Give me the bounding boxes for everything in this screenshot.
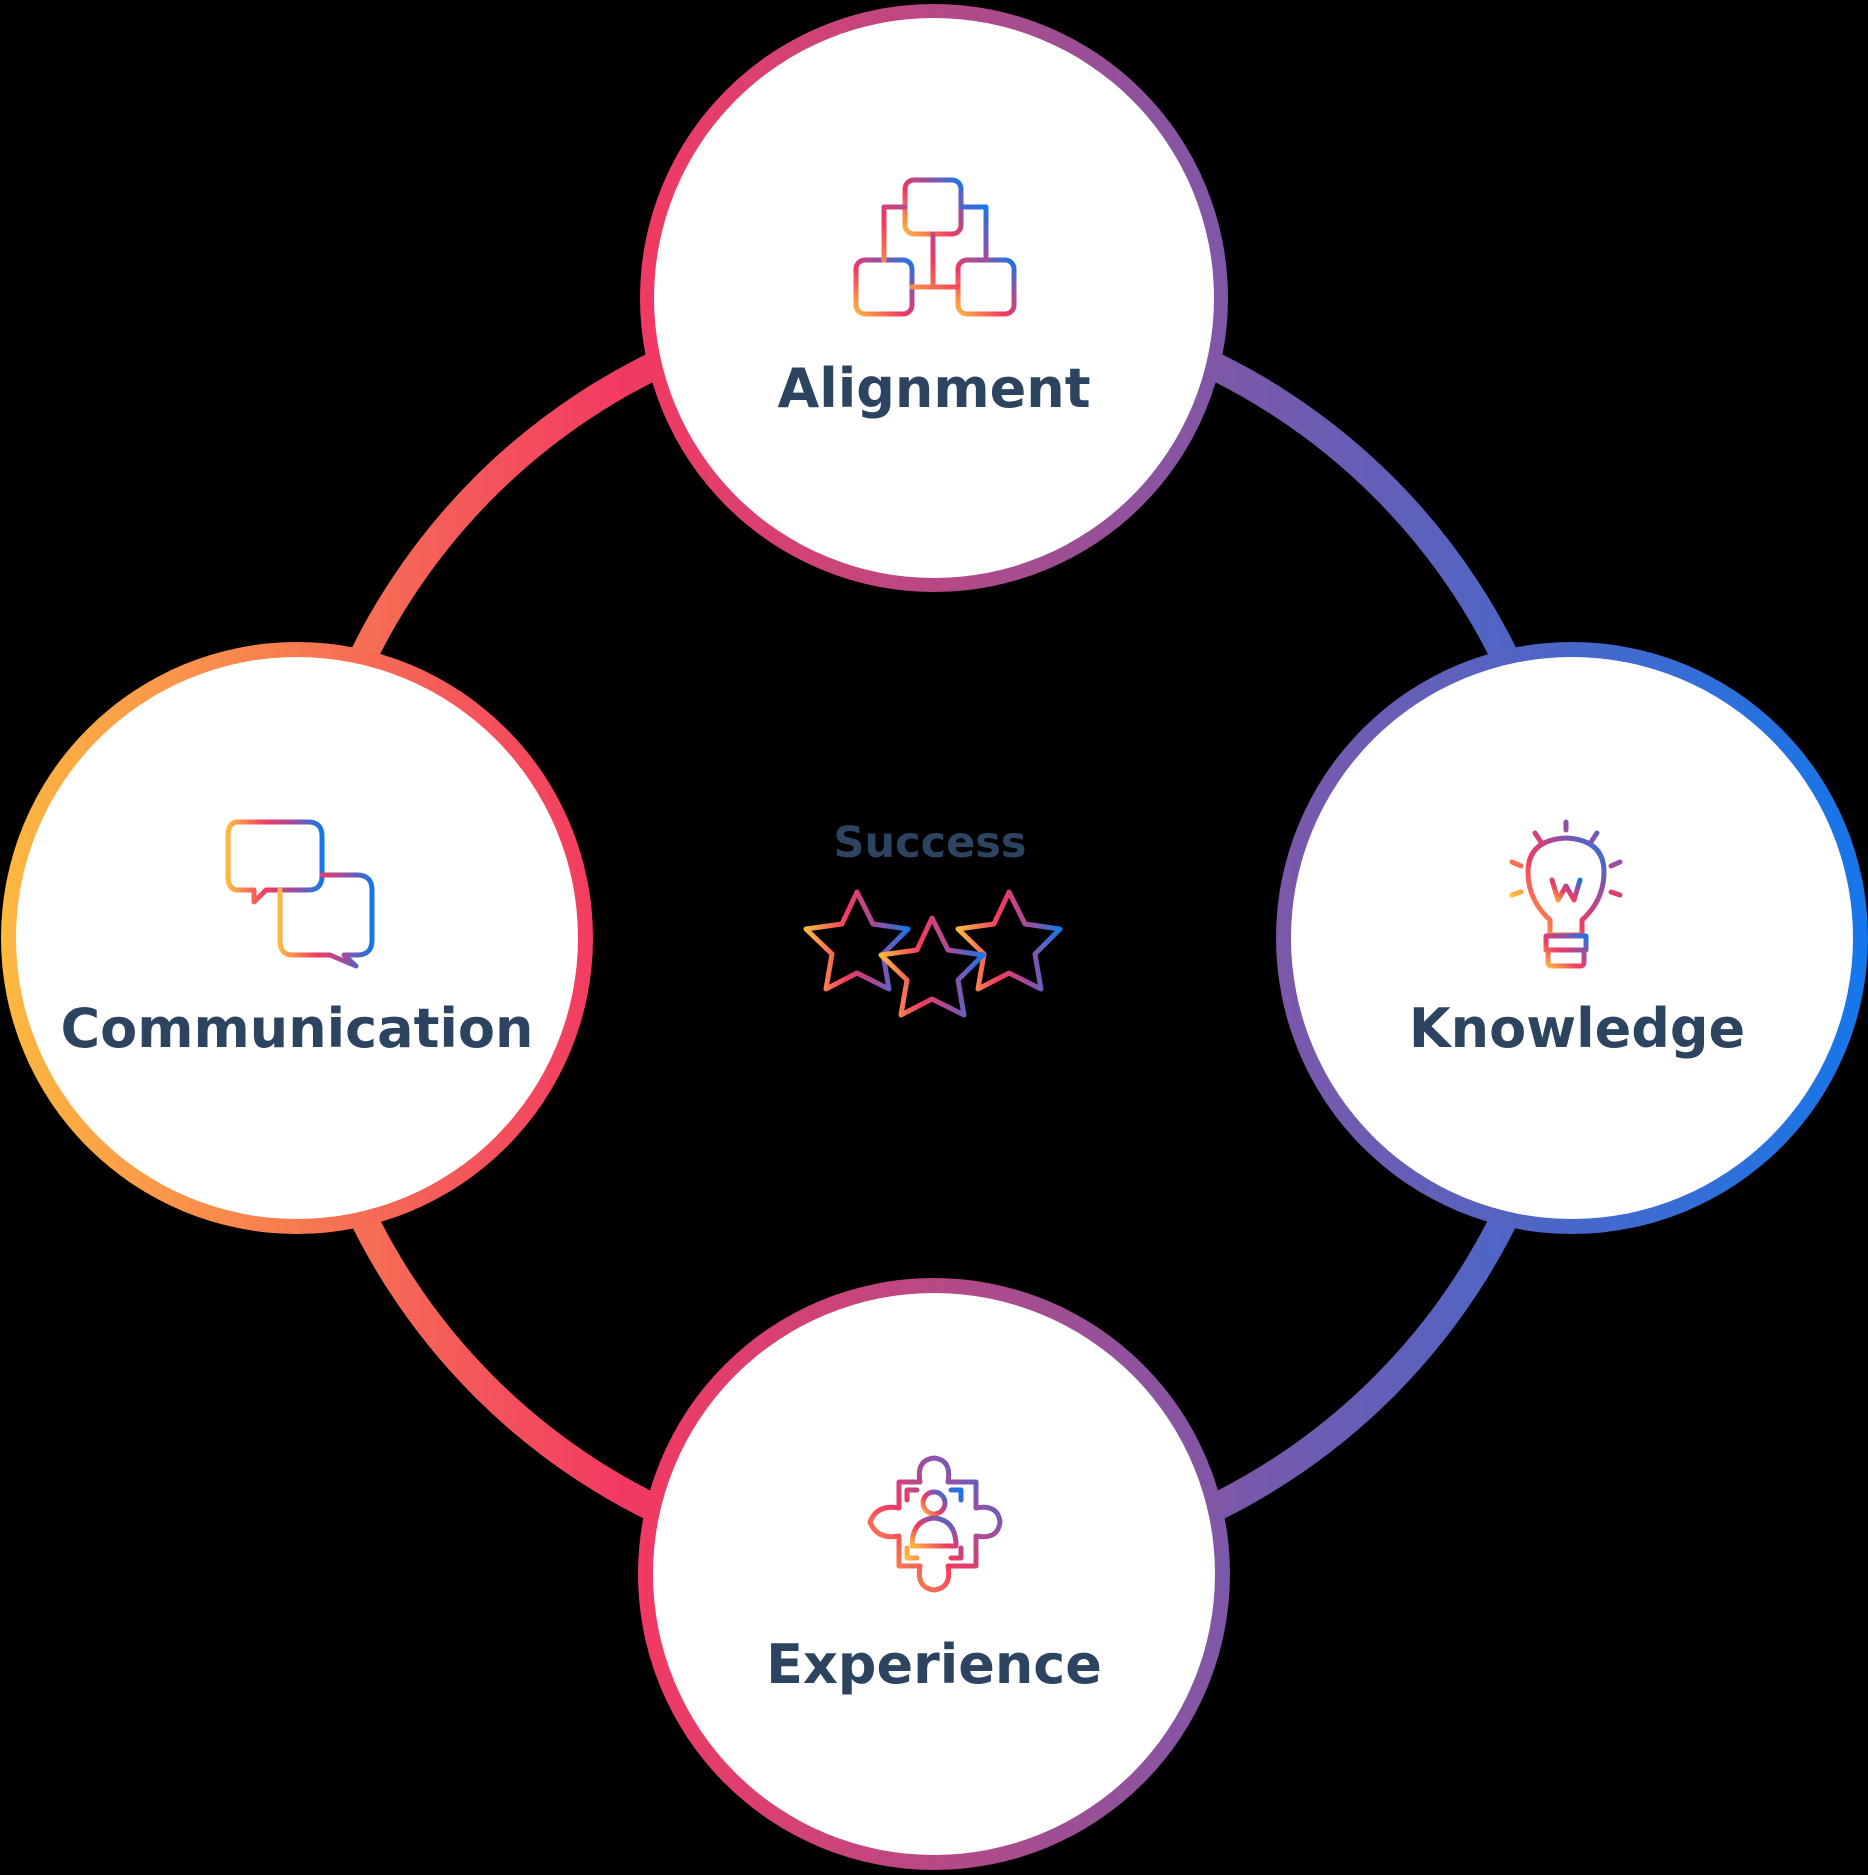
chat-bubbles-icon xyxy=(225,819,375,969)
hierarchy-icon xyxy=(853,177,1017,317)
three-stars-icon xyxy=(803,889,1063,1018)
node-label-experience: Experience xyxy=(766,1633,1102,1696)
puzzle-person-icon xyxy=(867,1455,1003,1593)
center-label: Success xyxy=(834,818,1027,868)
node-alignment: Alignment xyxy=(640,4,1228,592)
center-success: Success xyxy=(803,818,1063,1018)
lightbulb-icon xyxy=(1509,819,1623,969)
node-label-alignment: Alignment xyxy=(777,357,1090,420)
node-experience: Experience xyxy=(638,1278,1230,1870)
node-communication: Communication xyxy=(1,642,593,1234)
node-knowledge: Knowledge xyxy=(1276,642,1868,1234)
node-label-knowledge: Knowledge xyxy=(1409,997,1745,1060)
node-label-communication: Communication xyxy=(61,997,534,1060)
